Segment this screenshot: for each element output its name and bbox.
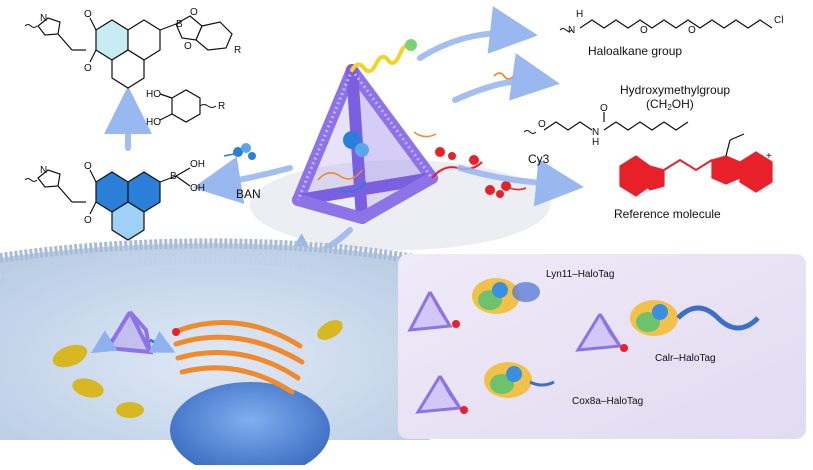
central-tetrahedron xyxy=(292,39,483,224)
ch2oh-prefix: (CH xyxy=(646,97,668,111)
atom-o-haloalkane-2: O xyxy=(688,25,696,36)
haloalkane-chain xyxy=(559,19,773,32)
floating-ch2oh-marker xyxy=(493,72,515,80)
ch2oh-suffix: OH) xyxy=(671,97,694,111)
atom-oh-ban-2: OH xyxy=(190,183,205,194)
ban-label: BAN xyxy=(236,187,261,201)
atom-ho-catechol-1: HO xyxy=(146,89,161,100)
atom-n-cy3: N xyxy=(592,127,600,138)
floating-ban-molecule xyxy=(223,143,256,160)
central-shadow xyxy=(250,160,550,250)
tetra-cox8a xyxy=(415,362,555,414)
hydroxymethyl-label: Hydroxymethylgroup xyxy=(620,83,731,97)
atom-cl: Cl xyxy=(774,15,784,26)
cy3-structure xyxy=(523,112,773,197)
reference-molecule-label: Reference molecule xyxy=(614,207,721,221)
atom-plus-cy3: + xyxy=(766,151,772,162)
atom-o-ban-1: O xyxy=(84,161,92,172)
halotag-panel xyxy=(398,254,806,439)
atom-n-haloalkane: N xyxy=(568,25,576,36)
atom-n-ban: N xyxy=(40,165,48,176)
atom-r-catechol: R xyxy=(218,101,226,112)
cell-illustration xyxy=(0,238,431,470)
ban-structure xyxy=(24,167,191,241)
cy3-label: Cy3 xyxy=(528,152,550,166)
atom-ho-catechol-2: HO xyxy=(146,117,161,128)
atom-o-cy3-1: O xyxy=(538,119,546,130)
atom-h-cy3: H xyxy=(592,137,600,148)
ch2oh-label: (CH2OH) xyxy=(646,97,694,115)
atom-r-top: R xyxy=(234,45,242,56)
atom-h-haloalkane: H xyxy=(576,9,584,20)
atom-o-top-1: O xyxy=(84,9,92,20)
tetra-calr xyxy=(575,300,760,352)
floating-cy3-molecule xyxy=(485,181,527,198)
atom-n-top: N xyxy=(40,13,48,24)
atom-o-boronate-2: O xyxy=(184,41,192,52)
tetra-lyn11 xyxy=(407,278,540,332)
catechol-structure xyxy=(159,89,217,123)
atom-o-boronate-1: O xyxy=(190,7,198,18)
atom-o-haloalkane-1: O xyxy=(640,25,648,36)
cox8a-halotag-label: Cox8a–HaloTag xyxy=(572,396,644,407)
atom-o-cy3-2: O xyxy=(600,103,608,114)
atom-o-top-2: O xyxy=(84,63,92,74)
atom-b-ban: B xyxy=(170,171,177,182)
lyn11-halotag-label: Lyn11–HaloTag xyxy=(546,269,615,280)
ch2oh-subscript: 2 xyxy=(667,103,672,112)
atom-oh-ban-1: OH xyxy=(190,159,205,170)
atom-o-ban-2: O xyxy=(84,215,92,226)
calr-halotag-label: Calr–HaloTag xyxy=(655,353,716,364)
boronate-ester-structure xyxy=(24,15,233,89)
haloalkane-label: Haloalkane group xyxy=(588,44,683,58)
atom-b-top: B xyxy=(176,19,183,30)
